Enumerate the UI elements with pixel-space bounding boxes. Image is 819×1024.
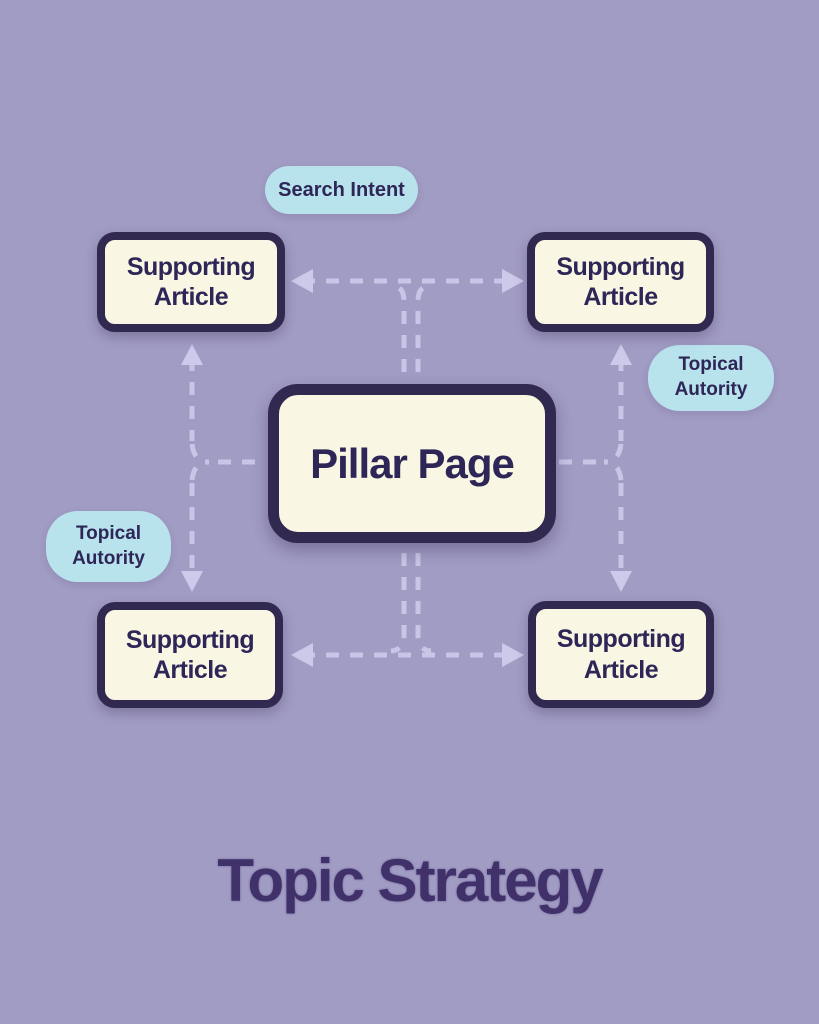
search-intent-label: Search Intent xyxy=(278,179,405,201)
connector-left-fork-upper xyxy=(189,443,210,465)
arrowhead-right-icon xyxy=(502,269,524,293)
supporting-article-node-bottom-right: Supporting Article xyxy=(528,601,714,708)
connector-right-fork-lower xyxy=(603,459,624,481)
connector-top-drop-right xyxy=(415,282,432,372)
supporting-article-node-top-right: Supporting Article xyxy=(527,232,714,332)
connector-left-fork-lower xyxy=(189,459,210,481)
supporting-article-label: Supporting Article xyxy=(125,625,255,685)
search-intent-badge: Search Intent xyxy=(265,166,418,214)
pillar-page-node: Pillar Page xyxy=(268,384,556,543)
topical-authority-label: Topical Autority xyxy=(674,354,748,400)
arrowhead-left-icon xyxy=(291,269,313,293)
connector-left xyxy=(181,344,264,592)
supporting-article-node-bottom-left: Supporting Article xyxy=(97,602,283,708)
arrowhead-down-icon xyxy=(610,571,632,592)
supporting-article-label: Supporting Article xyxy=(556,625,686,684)
connector-top xyxy=(291,269,524,372)
connector-right xyxy=(559,344,632,592)
connector-bottom-rise-left xyxy=(390,553,407,654)
connector-bottom xyxy=(291,553,524,667)
arrowhead-right-icon xyxy=(502,643,524,667)
topical-authority-badge-left: Topical Autority xyxy=(46,511,171,582)
supporting-article-label: Supporting Article xyxy=(556,252,685,312)
topical-authority-badge-right: Topical Autority xyxy=(648,345,774,411)
arrowhead-left-icon xyxy=(291,643,313,667)
page-title: Topic Strategy xyxy=(217,847,603,914)
connector-top-drop-left xyxy=(390,282,407,372)
supporting-article-label: Supporting Article xyxy=(126,252,256,312)
arrowhead-down-icon xyxy=(181,571,203,592)
topical-authority-label: Topical Autority xyxy=(72,522,145,569)
arrowhead-up-icon xyxy=(181,344,203,365)
connector-right-fork-upper xyxy=(603,443,624,465)
arrowhead-up-icon xyxy=(610,344,632,365)
connector-bottom-rise-right xyxy=(415,553,432,654)
supporting-article-node-top-left: Supporting Article xyxy=(97,232,285,332)
pillar-page-label: Pillar Page xyxy=(310,439,515,487)
